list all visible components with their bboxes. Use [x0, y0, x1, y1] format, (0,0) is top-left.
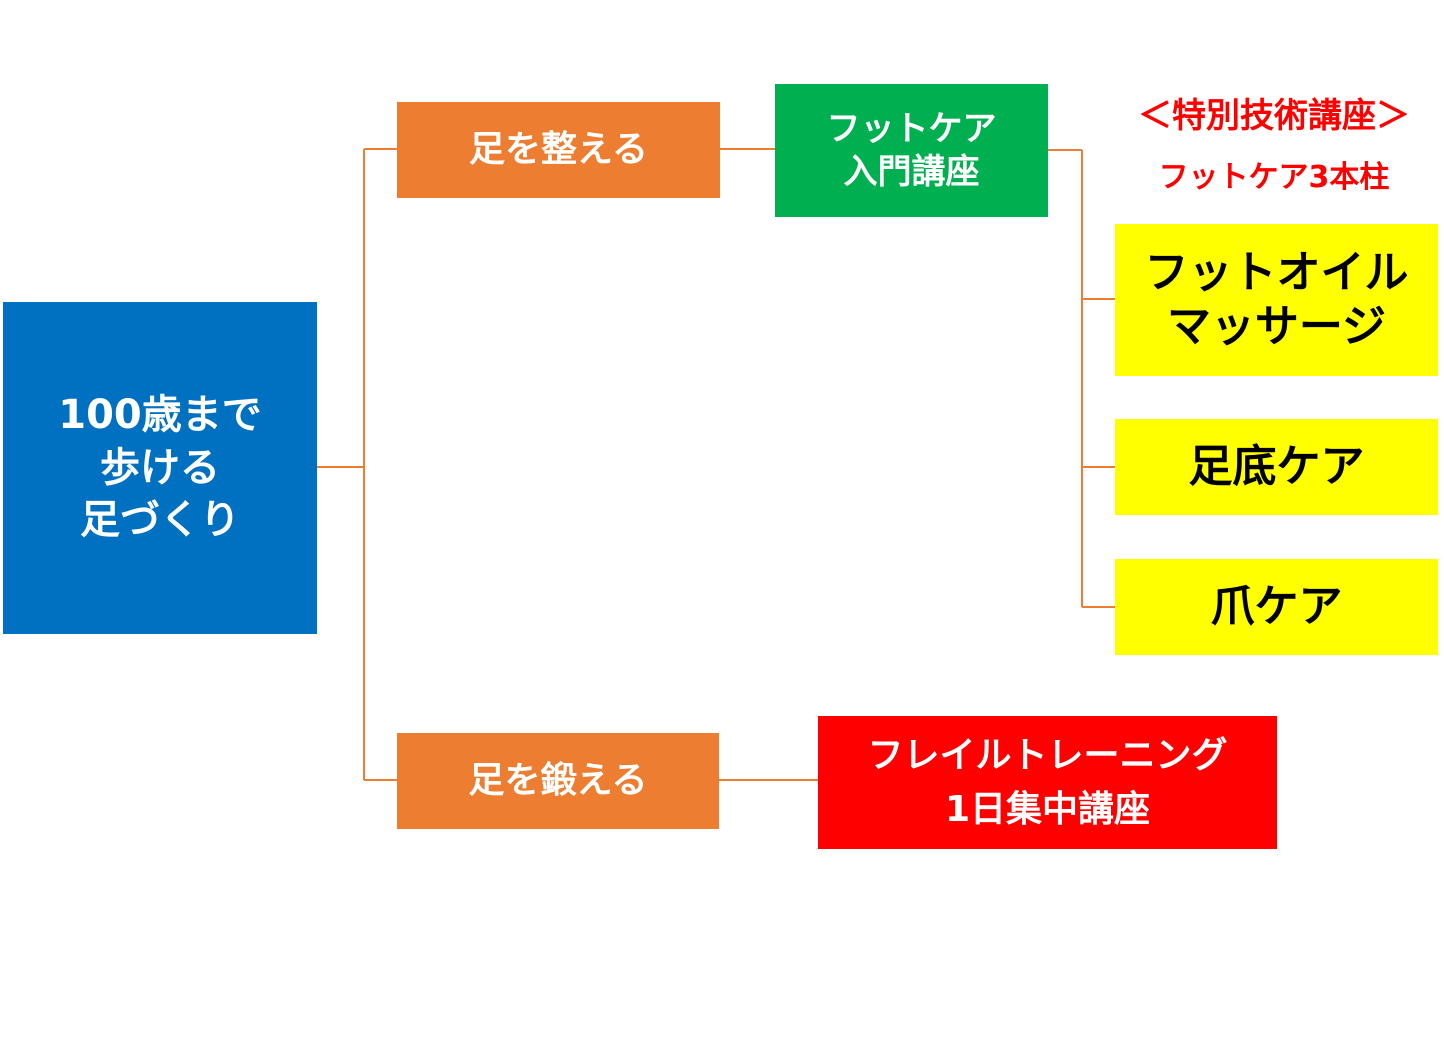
arrange-feet-node: 足を整える: [397, 102, 720, 198]
frailty-training-course-node: フレイルトレーニング 1日集中講座: [818, 716, 1277, 849]
foot-oil-massage-node: フットオイル マッサージ: [1115, 224, 1438, 376]
special-course-subtitle: フットケア3本柱: [1158, 160, 1390, 195]
train-feet-node: 足を鍛える: [397, 733, 719, 829]
special-course-title: ＜特別技術講座＞: [1138, 96, 1410, 136]
sole-care-node: 足底ケア: [1115, 419, 1438, 515]
nail-care-node: 爪ケア: [1115, 559, 1438, 655]
footcare-intro-course-node: フットケア 入門講座: [775, 84, 1048, 217]
root-node: 100歳まで 歩ける 足づくり: [3, 302, 317, 634]
